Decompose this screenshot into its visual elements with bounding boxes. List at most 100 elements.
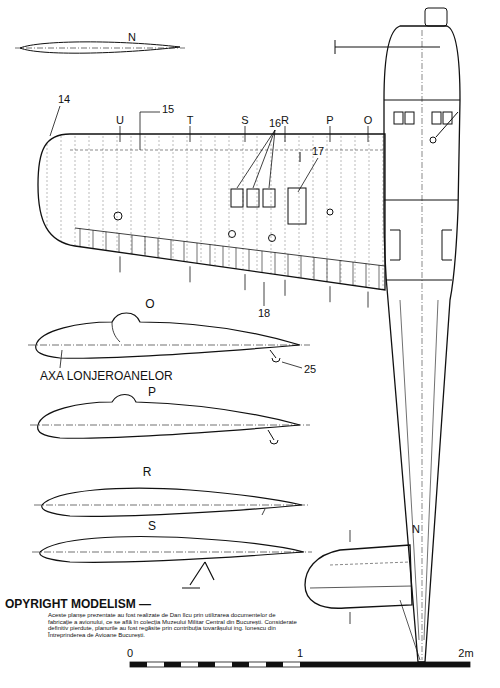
fuselage-plan-stroke: [425, 8, 447, 26]
copyright-note: OPYRIGHT MODELISM —: [5, 598, 151, 610]
scale-bar-stroke: [130, 662, 470, 667]
leader-lines-stroke: [60, 350, 62, 368]
wing-planform-stroke-stroke: [249, 249, 250, 270]
wing-planform-stroke: [114, 212, 122, 220]
station-letter: T: [187, 115, 194, 126]
wing-planform-stroke-stroke: [288, 254, 289, 276]
wing-planform-stroke-stroke: [158, 238, 159, 258]
leader-lines-stroke: [264, 282, 265, 306]
station-marks-stroke: [190, 266, 191, 282]
fuselage-plan-stroke: [384, 200, 458, 201]
airfoil-sections-stroke: [28, 345, 310, 346]
fuselage-plan-stroke: [400, 300, 419, 640]
station-marks-stroke: [368, 126, 369, 142]
wing-planform-stroke: [269, 235, 276, 242]
wing-planform-stroke: [229, 231, 236, 238]
airfoil-sections-stroke: [270, 350, 280, 362]
fuselage-plan-stroke: [405, 112, 414, 124]
station-marks-stroke: [330, 126, 331, 142]
top-section-stroke: [15, 48, 185, 49]
airfoil-sections-stroke: [40, 537, 304, 563]
wing-planform-stroke-stroke: [106, 232, 107, 251]
leader-lines-stroke: [298, 158, 318, 192]
fuselage-plan-stroke: [386, 280, 452, 281]
wing-planform-stroke: [75, 228, 385, 266]
fuselage-plan-stroke: [436, 112, 458, 137]
scale-bar-stroke: [198, 662, 215, 667]
wing-planform-stroke-stroke: [210, 245, 211, 266]
wing-planform-stroke-stroke: [171, 240, 172, 260]
station-marks: [120, 126, 368, 308]
station-marks-stroke: [120, 126, 121, 142]
wing-planform-stroke-stroke: [366, 264, 367, 288]
leader-lines-stroke: [269, 130, 275, 188]
wing-planform-stroke: [38, 134, 385, 290]
wing-planform-stroke: [38, 134, 388, 294]
scale-bar-stroke: [300, 662, 470, 667]
scale-bar-stroke: [266, 662, 283, 667]
wing-planform-stroke-stroke: [275, 253, 276, 275]
airfoil-sections-stroke: [262, 509, 265, 515]
fuselage-plan: [384, 8, 460, 662]
fuselage-plan-stroke: [394, 112, 403, 124]
callout-number: 18: [258, 308, 270, 319]
section-letter: O: [145, 298, 154, 310]
airfoil-sections: [28, 313, 312, 588]
section-letter: N: [412, 524, 420, 535]
spar-axis-label: AXA LONJEROANELOR: [40, 370, 173, 382]
wing-planform-stroke: [231, 189, 243, 207]
wing-planform-stroke-stroke: [340, 260, 341, 283]
station-marks-stroke: [190, 126, 191, 142]
fuselage-plan-stroke: [442, 230, 452, 260]
wing-planform-stroke-stroke: [379, 265, 380, 289]
callout-number: 25: [304, 364, 316, 375]
tailplane-stroke: [310, 586, 412, 588]
airfoil-sections-stroke: [112, 322, 120, 342]
wing-planform-stroke-stroke: [262, 251, 263, 273]
leader-lines: [50, 106, 318, 368]
wing-planform-stroke: [70, 150, 385, 151]
scale-bar: [130, 662, 470, 667]
station-letter: R: [281, 115, 289, 126]
tailplane-stroke: [330, 562, 410, 565]
section-letter: R: [143, 466, 152, 478]
wing-planform-stroke: [263, 189, 275, 207]
wing-planform-stroke-stroke: [223, 246, 224, 267]
airfoil-sections-stroke: [268, 430, 278, 444]
airfoil-sections-stroke: [30, 425, 310, 426]
wing-planform-stroke-stroke: [80, 229, 81, 247]
credit-note: Aceste planșe prezentate au fost realiza…: [48, 612, 298, 639]
scale-number: 1: [297, 648, 303, 659]
station-letter: O: [364, 115, 373, 126]
tailplane-stroke: [400, 600, 420, 660]
callout-number: 14: [58, 94, 70, 105]
wing-planform-stroke-stroke: [327, 259, 328, 282]
fuselage-plan-stroke: [390, 230, 400, 260]
airfoil-sections-stroke: [34, 505, 310, 506]
tailplane-stroke: [305, 545, 412, 608]
section-letter: N: [128, 32, 136, 43]
fuselage-plan-stroke: [422, 30, 423, 660]
callout-number: 15: [162, 104, 174, 115]
section-letter: S: [148, 520, 156, 532]
station-marks-stroke: [245, 274, 246, 290]
top-section-stroke: [335, 40, 336, 54]
tailplane-stroke: [350, 612, 351, 624]
wing-planform-stroke-stroke: [197, 243, 198, 263]
tailplane-stroke: [350, 530, 351, 542]
scale-bar-stroke: [164, 662, 181, 667]
airfoil-sections-stroke: [182, 562, 214, 588]
section-letter: P: [148, 386, 156, 398]
scale-bar-stroke: [232, 662, 249, 667]
station-marks-stroke: [245, 126, 246, 142]
station-marks-stroke: [285, 126, 286, 142]
airfoil-sections-stroke: [36, 313, 300, 358]
station-marks-stroke: [368, 292, 369, 308]
station-marks-stroke: [120, 256, 121, 272]
scale-bar-stroke: [130, 662, 147, 667]
airfoil-sections-stroke: [42, 488, 302, 516]
top-section: [15, 40, 440, 54]
wing-planform-stroke-stroke: [119, 233, 120, 252]
